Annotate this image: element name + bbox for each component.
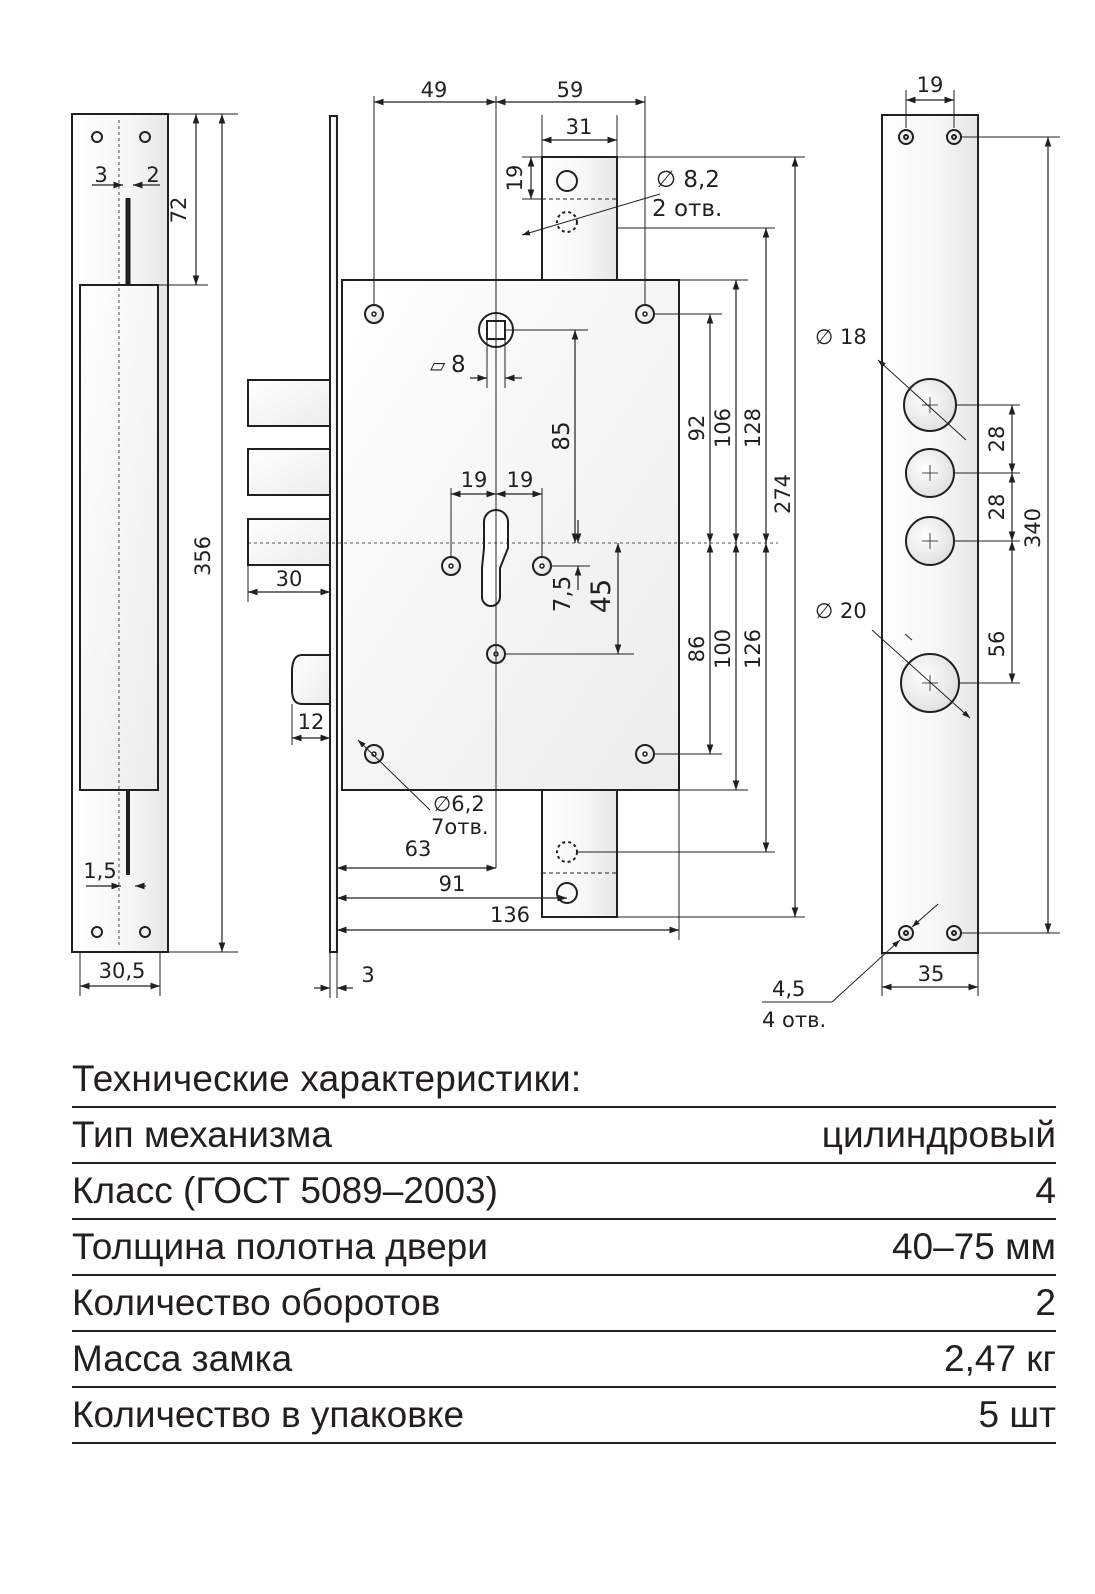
right-strike-plate-view — [762, 90, 1060, 1003]
hole-8-2-count: 2 отв. — [652, 196, 722, 222]
spec-value: 2 — [1035, 1282, 1056, 1323]
dim-19-top: 19 — [503, 165, 527, 192]
screw-hole-icon — [532, 556, 552, 576]
dim-136: 136 — [490, 903, 530, 927]
dim-31: 31 — [566, 115, 593, 139]
rod-hole-icon — [556, 170, 578, 192]
left-faceplate-view — [71, 113, 238, 996]
spec-row-turns: Количество оборотов 2 — [72, 1276, 1056, 1332]
spec-label: Толщина полотна двери — [72, 1226, 488, 1267]
spec-value: 5 шт — [978, 1394, 1057, 1435]
hole-20-diameter: ∅ 20 — [815, 599, 867, 623]
screw-hole-icon — [139, 131, 151, 143]
dim-92: 92 — [685, 415, 709, 442]
dim-100: 100 — [711, 629, 735, 669]
dim-right-28-b: 28 — [985, 494, 1009, 521]
dim-left-30-5: 30,5 — [99, 959, 146, 983]
spec-label: Количество оборотов — [72, 1282, 441, 1323]
hole-6-2-count: 7отв. — [431, 815, 489, 839]
hole-4-5-diameter: 4,5 — [772, 977, 805, 1001]
dim-right-28-a: 28 — [985, 426, 1009, 453]
screw-hole-icon — [946, 925, 962, 941]
dim-left-2: 2 — [146, 163, 159, 187]
main-lock-view — [247, 96, 805, 998]
specs-table: Технические характеристики: Тип механизм… — [72, 1052, 1056, 1444]
spec-value: цилиндровый — [821, 1114, 1056, 1155]
hole-8-2-diameter: ∅ 8,2 — [656, 167, 720, 193]
hole-18-diameter: ∅ 18 — [815, 325, 867, 349]
dim-126: 126 — [741, 629, 765, 669]
spec-label: Класс (ГОСТ 5089–2003) — [72, 1170, 498, 1211]
case-screw-holes — [364, 304, 655, 764]
spec-row-package-qty: Количество в упаковке 5 шт — [72, 1388, 1056, 1444]
specs-title: Технические характеристики: — [72, 1052, 1056, 1108]
spec-row-mass: Масса замка 2,47 кг — [72, 1332, 1056, 1388]
dim-274: 274 — [771, 474, 795, 514]
latch — [291, 654, 331, 705]
dim-right-19: 19 — [917, 73, 944, 97]
screw-hole-icon — [364, 304, 384, 324]
spec-row-mechanism: Тип механизма цилиндровый — [72, 1108, 1056, 1164]
screw-hole-icon — [441, 556, 461, 576]
dim-19-left: 19 — [461, 468, 488, 492]
dim-12: 12 — [298, 710, 325, 734]
dim-right-56: 56 — [985, 631, 1009, 658]
rod-hole-hidden-icon — [556, 211, 578, 233]
lock-technical-drawing: 3 2 72 356 1,5 30,5 — [71, 73, 1060, 1032]
dim-106: 106 — [711, 408, 735, 448]
dim-7-5: 7,5 — [550, 576, 576, 613]
dim-left-1-5: 1,5 — [83, 859, 116, 883]
hole-4-5-count: 4 отв. — [762, 1008, 826, 1032]
square-8-symbol: ▱ — [430, 353, 446, 377]
rod-hole-icon — [556, 882, 578, 904]
dim-30: 30 — [276, 567, 303, 591]
dim-left-3: 3 — [94, 163, 107, 187]
bolt — [247, 448, 331, 496]
spec-row-class: Класс (ГОСТ 5089–2003) 4 — [72, 1164, 1056, 1220]
spec-label: Количество в упаковке — [72, 1394, 465, 1435]
dim-45: 45 — [586, 579, 617, 613]
spec-label: Тип механизма — [72, 1114, 332, 1155]
left-faceplate-case — [79, 284, 159, 791]
spec-value: 40–75 мм — [891, 1226, 1056, 1267]
dim-left-72: 72 — [167, 197, 191, 224]
dim-right-35: 35 — [918, 962, 945, 986]
lock-case — [341, 279, 680, 791]
dim-91: 91 — [439, 872, 466, 896]
spec-row-door-thickness: Толщина полотна двери 40–75 мм — [72, 1220, 1056, 1276]
dim-59: 59 — [557, 78, 584, 102]
screw-hole-icon — [91, 926, 103, 938]
screw-hole-icon — [91, 131, 103, 143]
spec-value: 4 — [1035, 1170, 1056, 1211]
dim-86: 86 — [685, 636, 709, 663]
screw-hole-icon — [898, 925, 914, 941]
dim-85: 85 — [549, 421, 575, 450]
dim-63: 63 — [405, 837, 432, 861]
bolt — [247, 518, 331, 566]
top-rod-extension — [541, 156, 618, 281]
cylinder-keyhole — [481, 509, 509, 607]
dim-left-356: 356 — [191, 536, 215, 576]
hole-6-2-diameter: ∅6,2 — [433, 792, 485, 816]
dim-19-right: 19 — [507, 468, 534, 492]
screw-hole-icon — [139, 926, 151, 938]
dim-right-340: 340 — [1021, 508, 1045, 548]
dim-49: 49 — [421, 78, 448, 102]
dim-square-8: 8 — [451, 352, 466, 378]
screw-hole-icon — [364, 744, 384, 764]
dim-3-plate: 3 — [361, 963, 374, 987]
spec-value: 2,47 кг — [944, 1338, 1056, 1379]
screw-hole-icon — [946, 129, 962, 145]
dim-128: 128 — [741, 408, 765, 448]
screw-hole-icon — [898, 129, 914, 145]
screw-hole-icon — [635, 744, 655, 764]
main-faceplate-edge — [329, 115, 338, 953]
screw-hole-icon — [635, 304, 655, 324]
spec-label: Масса замка — [72, 1338, 293, 1379]
bolt — [247, 379, 331, 427]
